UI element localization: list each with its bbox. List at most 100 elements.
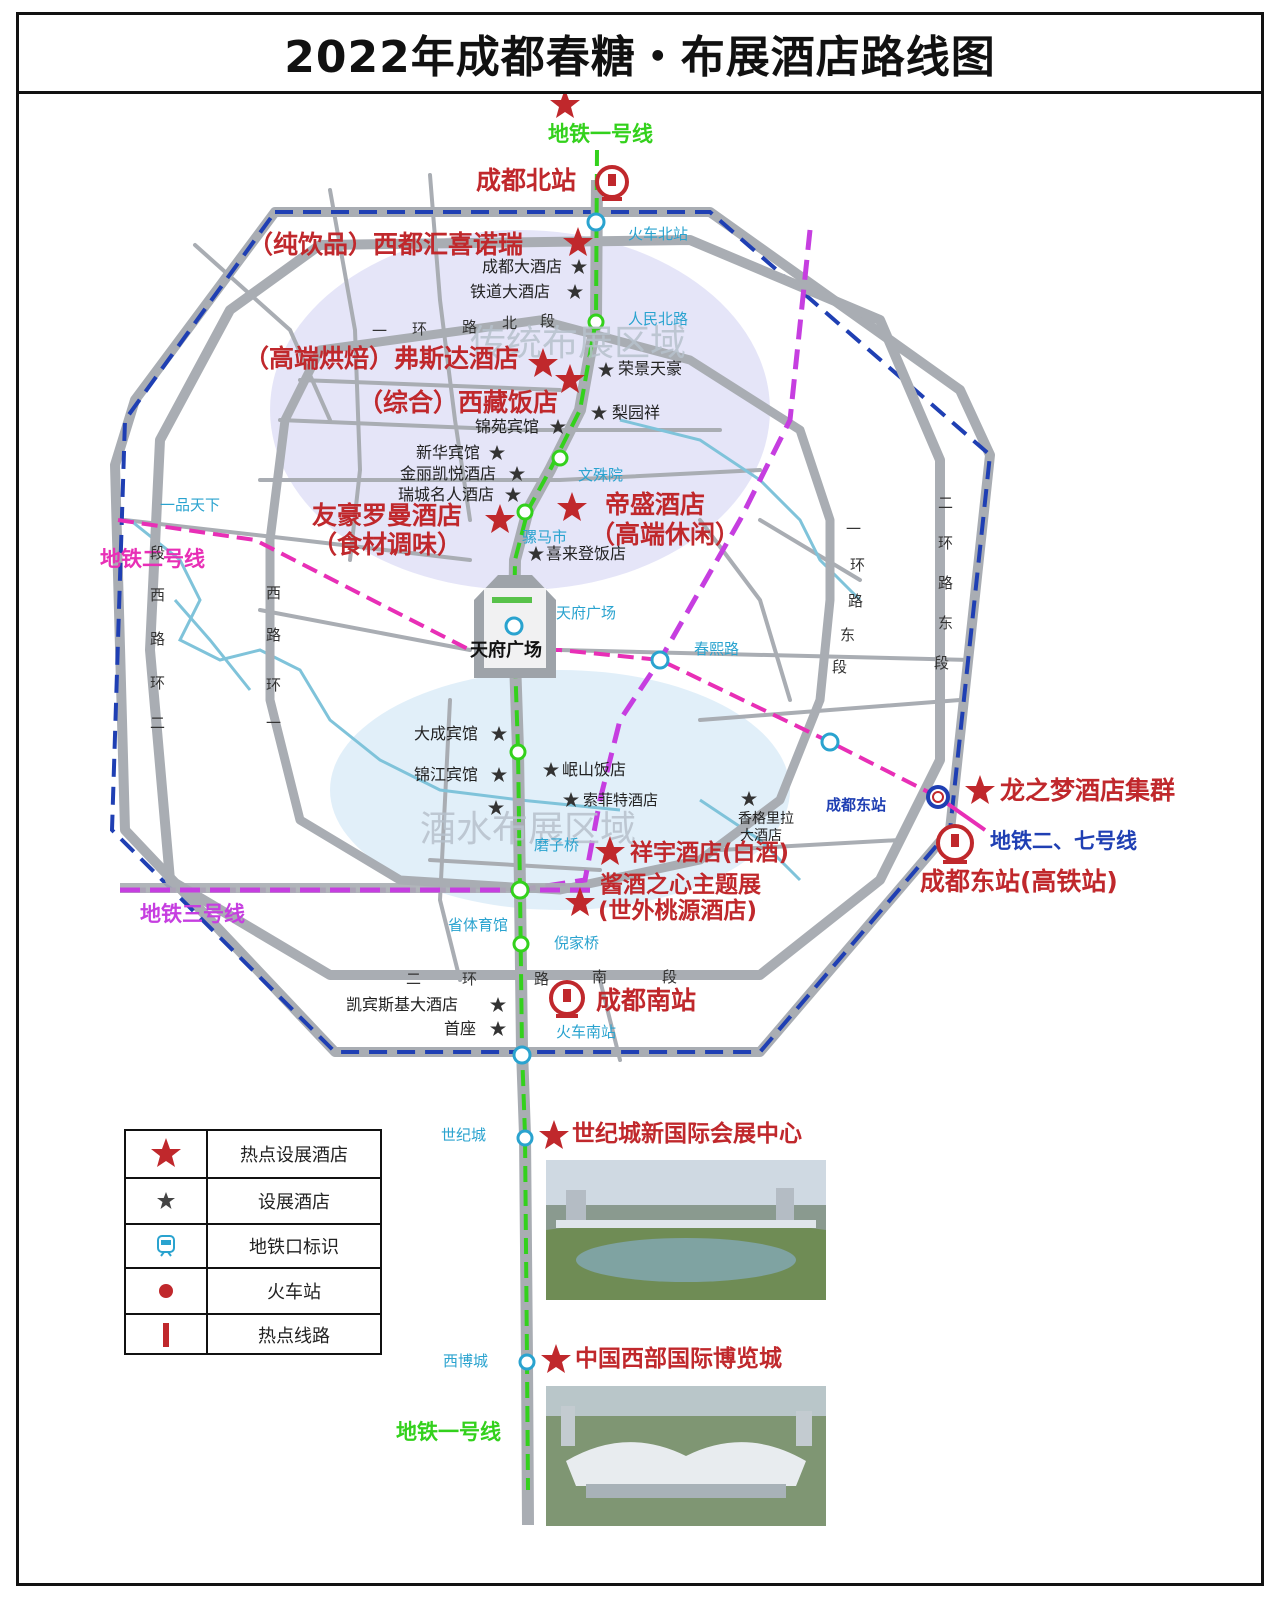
railway-station-icon-north	[595, 165, 629, 201]
first-ring-road	[265, 315, 835, 895]
hotel-kempinski: 凯宾斯基大酒店	[346, 995, 459, 1014]
hot-star-xidu	[563, 227, 593, 256]
hot-star-top	[550, 89, 580, 118]
hotel-ruicheng: 瑞城名人酒店	[398, 485, 495, 504]
hotel-jinjiang: 锦江宾馆	[414, 765, 479, 784]
hot-hotel-xizang: （综合）西藏饭店	[358, 388, 559, 417]
station-chengdudongzhan: 成都东站	[826, 796, 887, 814]
subway-entrance-icon	[126, 1225, 208, 1267]
streets	[123, 173, 972, 1062]
subway-station-markers	[504, 212, 840, 1371]
hotel-minshan: 岷山饭店	[562, 760, 627, 779]
hotel-shouzuo: 首座	[444, 1019, 477, 1038]
hot-hotel-disheng-name: 帝盛酒店	[605, 490, 706, 519]
station-huochebeizhan: 火车北站	[628, 225, 689, 243]
station-shijicheng: 世纪城	[441, 1126, 487, 1144]
tianfu-square-label: 天府广场	[470, 640, 542, 661]
station-renminbeilu: 人民北路	[628, 310, 689, 328]
liquor-zone	[330, 670, 790, 910]
hot-hotel-xidu: （纯饮品）西都汇喜诺瑞	[248, 230, 524, 259]
hotel-stars	[488, 259, 757, 1036]
hot-star-xiangyu	[595, 836, 625, 865]
hot-hotel-youhao-note: （食材调味）	[312, 530, 463, 559]
hotel-xinhua: 新华宾馆	[416, 443, 481, 462]
legend-row-railway: 火车站	[126, 1267, 380, 1313]
metro-line-3	[120, 229, 813, 893]
hotel-shangrila-2: 大酒店	[740, 828, 782, 844]
legend-label: 热点线路	[258, 1326, 330, 1347]
station-tianfuguangchang: 天府广场	[556, 604, 617, 622]
legend-row-hot-hotel: 热点设展酒店	[126, 1131, 380, 1177]
hotel-sofitel: 索菲特酒店	[583, 791, 659, 809]
station-wenshuyuan: 文殊院	[578, 466, 624, 484]
chengdu-east-station-label: 成都东站(高铁站)	[920, 867, 1118, 896]
hot-hotel-disheng-note: （高端休闲）	[590, 520, 741, 549]
metro-line-2-label: 地铁二号线	[100, 547, 205, 571]
large-red-star-icon	[126, 1131, 208, 1177]
traditional-zone-label: 传统布展区域	[470, 323, 687, 364]
hotel-liyuanxiang: 梨园祥	[612, 403, 661, 422]
metro-line-1-bottom-label: 地铁一号线	[396, 1420, 501, 1444]
red-bar-icon	[126, 1315, 208, 1355]
hot-star-longzhimeng	[965, 775, 995, 804]
hot-hotel-youhao-name: 友豪罗曼酒店	[312, 501, 463, 530]
legend-row-hotel: 设展酒店	[126, 1177, 380, 1223]
station-nijiaqiao: 倪家桥	[554, 934, 600, 952]
hot-venue-xibo: 中国西部国际博览城	[575, 1346, 782, 1372]
small-gray-star-icon	[126, 1179, 208, 1223]
hotel-dacheng: 大成宾馆	[414, 724, 479, 743]
legend-label: 热点设展酒店	[240, 1145, 348, 1166]
metro-line-1-top-label: 地铁一号线	[548, 122, 653, 146]
hotel-shangrila-1: 香格里拉	[738, 811, 794, 827]
hot-star-xibo	[541, 1344, 571, 1373]
page-title: 2022年成都春糖・布展酒店路线图	[284, 32, 996, 83]
chengdu-east-station-marker	[926, 785, 950, 809]
railway-station-icon-east	[936, 824, 974, 864]
hot-venue-shijicheng: 世纪城新国际会展中心	[572, 1121, 802, 1147]
station-chunxilu: 春熙路	[694, 640, 740, 658]
station-luomashi: 骡马市	[522, 528, 568, 546]
hot-star-disheng	[557, 492, 587, 521]
hotel-xilaideng: 喜来登饭店	[546, 544, 627, 563]
station-yipintianxia: 一品天下	[160, 496, 221, 514]
legend-label: 火车站	[267, 1282, 321, 1303]
hot-hotel-xiangyu: 祥宇酒店(白酒)	[630, 840, 790, 866]
red-dot-icon	[126, 1269, 208, 1313]
third-ring-road	[110, 207, 995, 1057]
hot-star-xizang	[555, 364, 585, 393]
metro-line-3-label: 地铁三号线	[140, 902, 245, 926]
hot-star-jiangjiu	[565, 887, 595, 916]
station-xibocheng: 西博城	[443, 1352, 489, 1370]
hotel-jinlikaiyue: 金丽凯悦酒店	[400, 464, 497, 483]
hotel-tiedao: 铁道大酒店	[470, 282, 551, 301]
title-bar: 2022年成都春糖・布展酒店路线图	[16, 12, 1264, 94]
chengdu-south-station-label: 成都南站	[596, 986, 697, 1015]
liquor-zone-label: 酒水布展区域	[420, 809, 637, 850]
hot-hotel-stars	[485, 89, 995, 1373]
map-legend: 热点设展酒店 设展酒店 地铁口标识 火车站 热点线路	[124, 1129, 382, 1355]
hot-star-shijicheng	[539, 1120, 569, 1149]
shijicheng-expo-photo	[546, 1160, 826, 1300]
legend-row-hot-route: 热点线路	[126, 1313, 380, 1355]
hot-hotel-jiangjiu-note: (世外桃源酒店)	[598, 898, 758, 924]
hot-star-fusida	[528, 348, 558, 377]
railway-station-icon-south	[549, 980, 585, 1018]
station-moziqiao: 磨子桥	[534, 836, 580, 854]
hotel-jinyuan: 锦苑宾馆	[475, 417, 540, 436]
hot-hotel-longzhimeng: 龙之梦酒店集群	[1000, 776, 1176, 805]
legend-label: 设展酒店	[258, 1192, 330, 1213]
xibo-expo-photo	[546, 1386, 826, 1526]
station-huochenanzhan: 火车南站	[556, 1023, 617, 1041]
hotel-chengdu: 成都大酒店	[482, 257, 563, 276]
second-ring-road	[145, 235, 945, 980]
hot-star-youhao	[485, 504, 515, 533]
metro-line-2-7-label: 地铁二、七号线	[990, 829, 1137, 853]
hot-hotel-fusida: （高端烘焙）弗斯达酒店	[244, 344, 520, 373]
chengdu-north-station-label: 成都北站	[476, 166, 577, 195]
traditional-zone	[270, 230, 770, 590]
hotel-rongjing: 荣景天豪	[618, 359, 683, 378]
legend-row-subway: 地铁口标识	[126, 1223, 380, 1267]
station-shengtiyuguan: 省体育馆	[448, 916, 509, 934]
hot-hotel-jiangjiu-name: 酱酒之心主题展	[600, 872, 761, 898]
